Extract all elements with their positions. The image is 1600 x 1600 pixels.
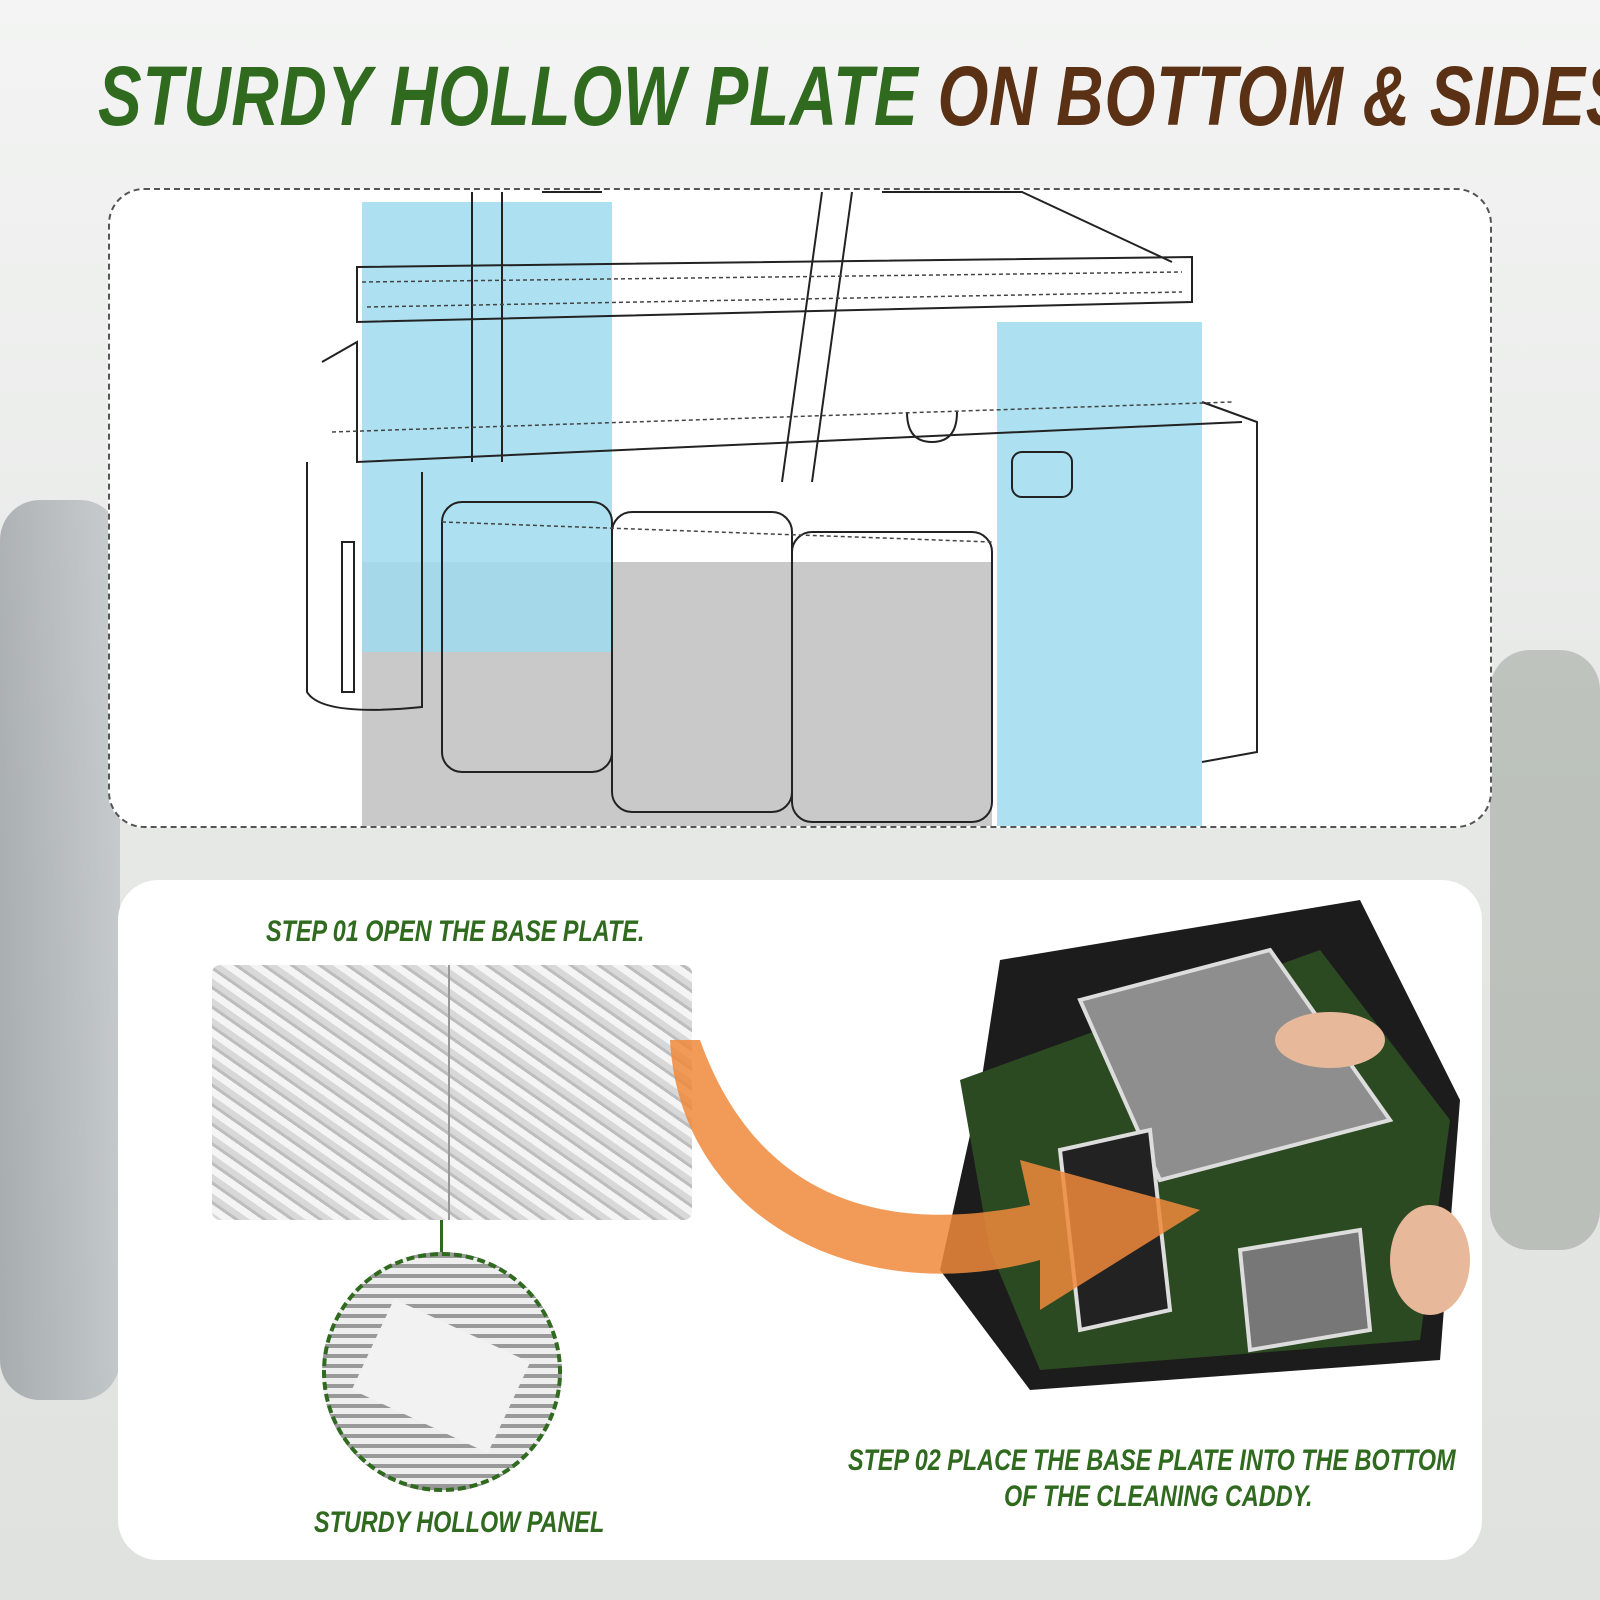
orange-arrow-icon xyxy=(670,1040,1200,1310)
bag-line-drawing xyxy=(306,191,1258,826)
headline: STURDY HOLLOW PLATE ON BOTTOM & SIDES xyxy=(98,48,1600,145)
background-person xyxy=(0,500,120,1400)
panel-label: STURDY HOLLOW PANEL xyxy=(314,1506,605,1539)
step-2-label-line1: STEP 02 PLACE THE BASE PLATE INTO THE BO… xyxy=(848,1444,1456,1477)
background-person xyxy=(1490,650,1600,1250)
headline-brown: ON BOTTOM & SIDES xyxy=(937,49,1600,143)
base-plate-fold xyxy=(448,965,450,1220)
panel-detail-zoom xyxy=(322,1252,562,1492)
base-plate-image xyxy=(212,965,692,1220)
callout-connector xyxy=(440,1220,443,1252)
headline-green: STURDY HOLLOW PLATE xyxy=(98,49,919,143)
step-2-label-line2: OF THE CLEANING CADDY. xyxy=(1004,1480,1313,1513)
bag-diagram-panel xyxy=(108,188,1492,828)
step-1-label: STEP 01 OPEN THE BASE PLATE. xyxy=(266,915,645,948)
